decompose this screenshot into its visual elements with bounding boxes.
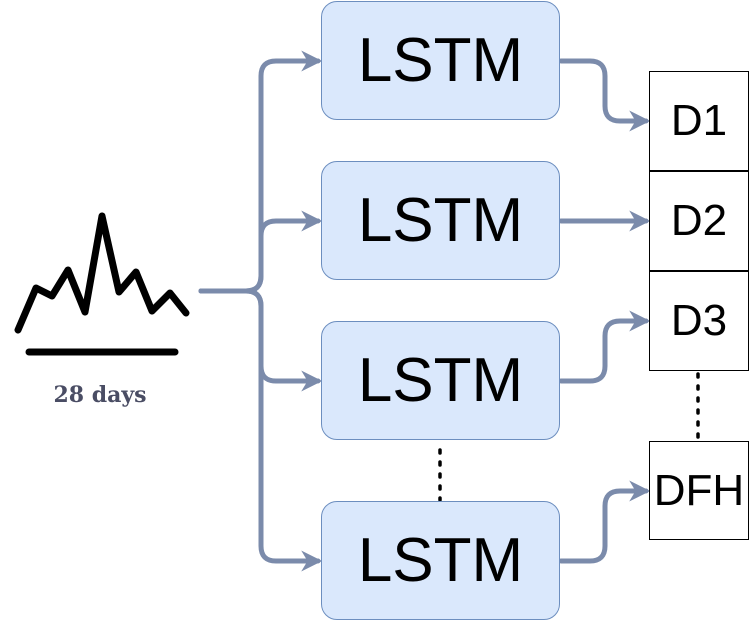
output-box-d1: D1 xyxy=(649,71,749,171)
input-arrow-2 xyxy=(198,210,323,294)
output-box-d2: D2 xyxy=(649,171,749,271)
output-box-dfh: DFH xyxy=(649,441,749,540)
input-caption: 28 days xyxy=(53,382,147,408)
lstm-box-4: LSTM xyxy=(321,501,560,620)
output-box-d3: D3 xyxy=(649,271,749,371)
lstm-box-3: LSTM xyxy=(321,321,560,440)
time-series-chart-icon xyxy=(14,212,190,356)
output-arrow-4 xyxy=(558,480,651,564)
lstm-box-1: LSTM xyxy=(321,1,560,120)
output-arrow-1 xyxy=(558,58,651,132)
lstm-box-2: LSTM xyxy=(321,161,560,280)
input-arrow-4 xyxy=(198,288,323,572)
output-arrow-3 xyxy=(558,310,651,384)
